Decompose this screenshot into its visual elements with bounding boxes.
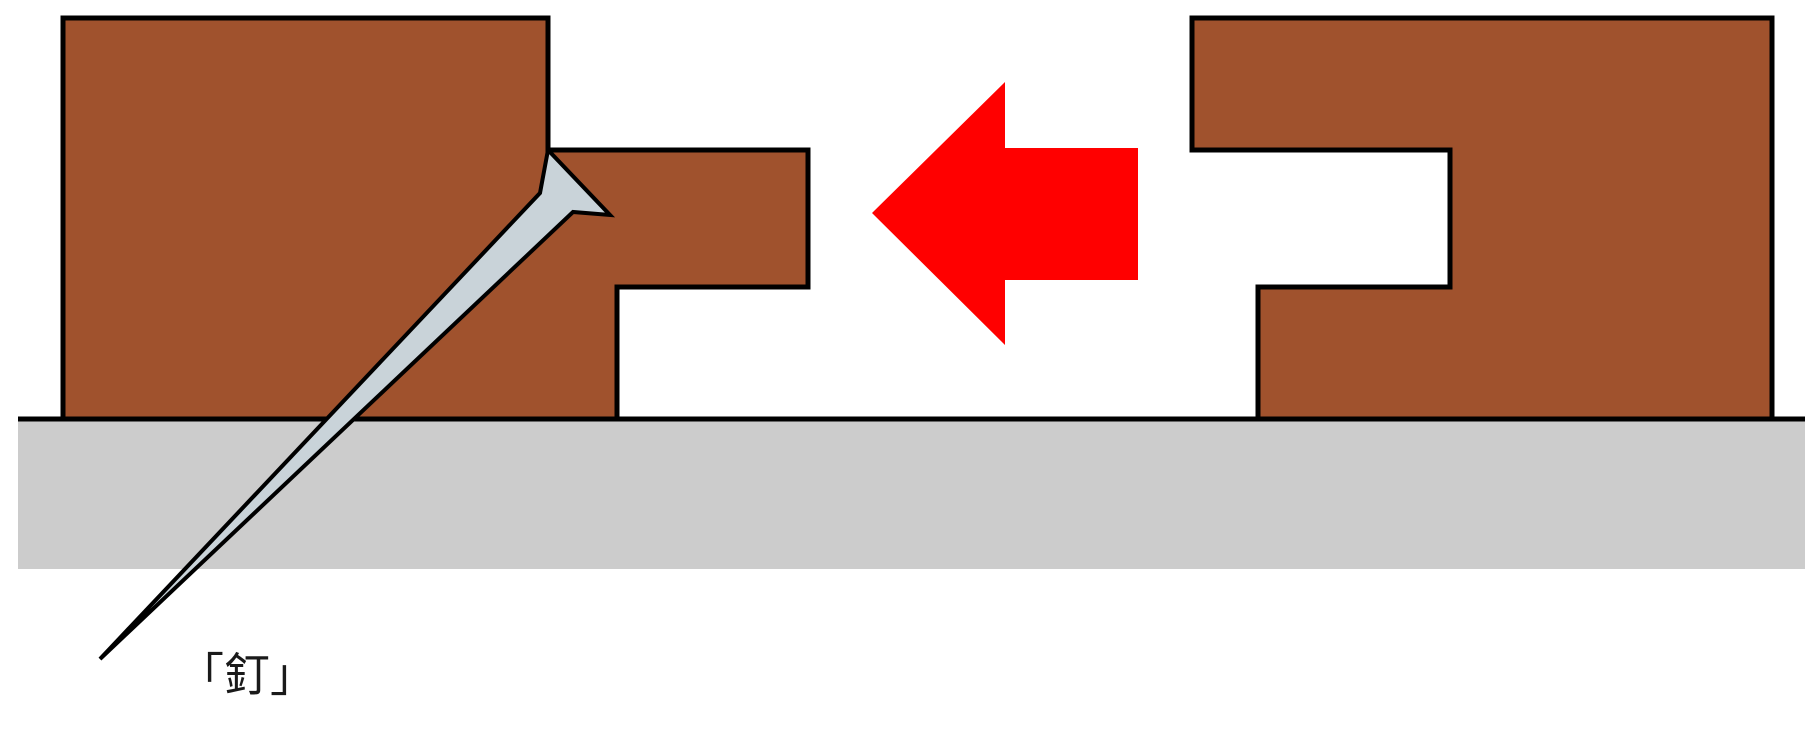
left-board xyxy=(60,15,811,422)
nail-label: 「釘」 xyxy=(178,648,316,702)
right-board xyxy=(1189,15,1775,422)
left-arrow-icon xyxy=(872,82,1138,345)
floor-board xyxy=(18,419,1805,569)
nail-icon xyxy=(98,145,616,661)
